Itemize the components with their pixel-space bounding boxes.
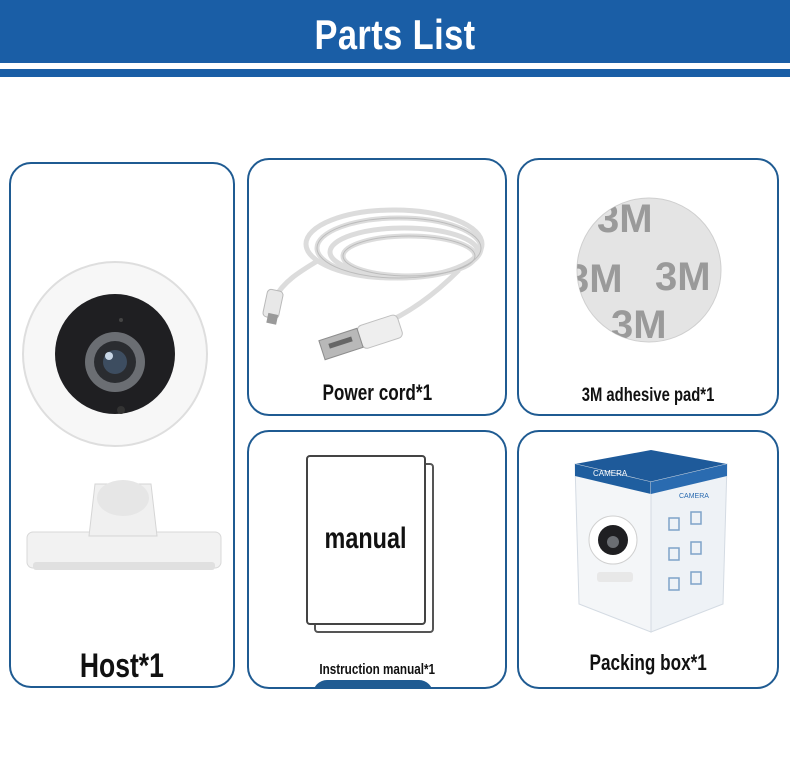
- manual-tab-accent: [313, 680, 433, 687]
- pad-print-2: 3M: [655, 255, 711, 299]
- camera-image: [22, 261, 222, 570]
- packing-box-label: Packing box*1: [589, 650, 707, 675]
- pad-print-4: 3M: [611, 303, 667, 347]
- usb-cable-image: [262, 207, 485, 361]
- manual-label: Instruction manual*1: [319, 661, 435, 678]
- header-banner: [0, 0, 790, 63]
- part-card-manual: manual Instruction manual*1: [247, 430, 507, 689]
- power-cord-label: Power cord*1: [322, 380, 432, 405]
- page-title: Parts List: [314, 11, 476, 58]
- pad-print-3: 3M: [567, 257, 623, 301]
- pad-print-1: 3M: [597, 197, 653, 241]
- box-brand-text: CAMERA: [593, 469, 628, 478]
- manual-image: [306, 455, 434, 633]
- part-card-packing-box: CAMERA CAMERA Packing box*1: [517, 430, 779, 689]
- box-brand-text-side: CAMERA: [679, 493, 709, 500]
- manual-cover-text: manual: [325, 522, 407, 555]
- part-card-power-cord: Power cord*1: [247, 158, 507, 416]
- packing-box-image: CAMERA CAMERA: [574, 450, 728, 633]
- adhesive-pad-image: 3M 3M 3M 3M: [567, 197, 722, 347]
- header-divider: [0, 69, 790, 77]
- part-card-adhesive-pad: 3M 3M 3M 3M 3M adhesive pad*1: [517, 158, 779, 416]
- part-card-host: Host*1: [9, 162, 235, 688]
- adhesive-pad-label: 3M adhesive pad*1: [581, 385, 715, 406]
- host-label: Host*1: [79, 647, 164, 685]
